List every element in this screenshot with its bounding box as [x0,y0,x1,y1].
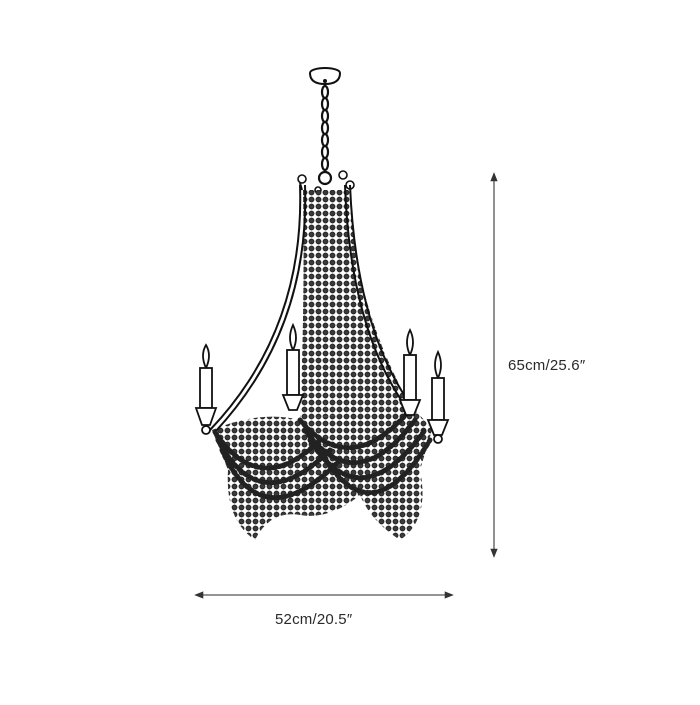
width-dimension-label: 52cm/20.5″ [275,611,353,628]
chain-icon [317,84,333,186]
frame-arms [209,182,414,433]
bead-swags [212,407,433,500]
canopy-icon [309,67,341,86]
height-dimension-label: 65cm/25.6″ [508,357,586,374]
candle-icons [194,322,450,444]
